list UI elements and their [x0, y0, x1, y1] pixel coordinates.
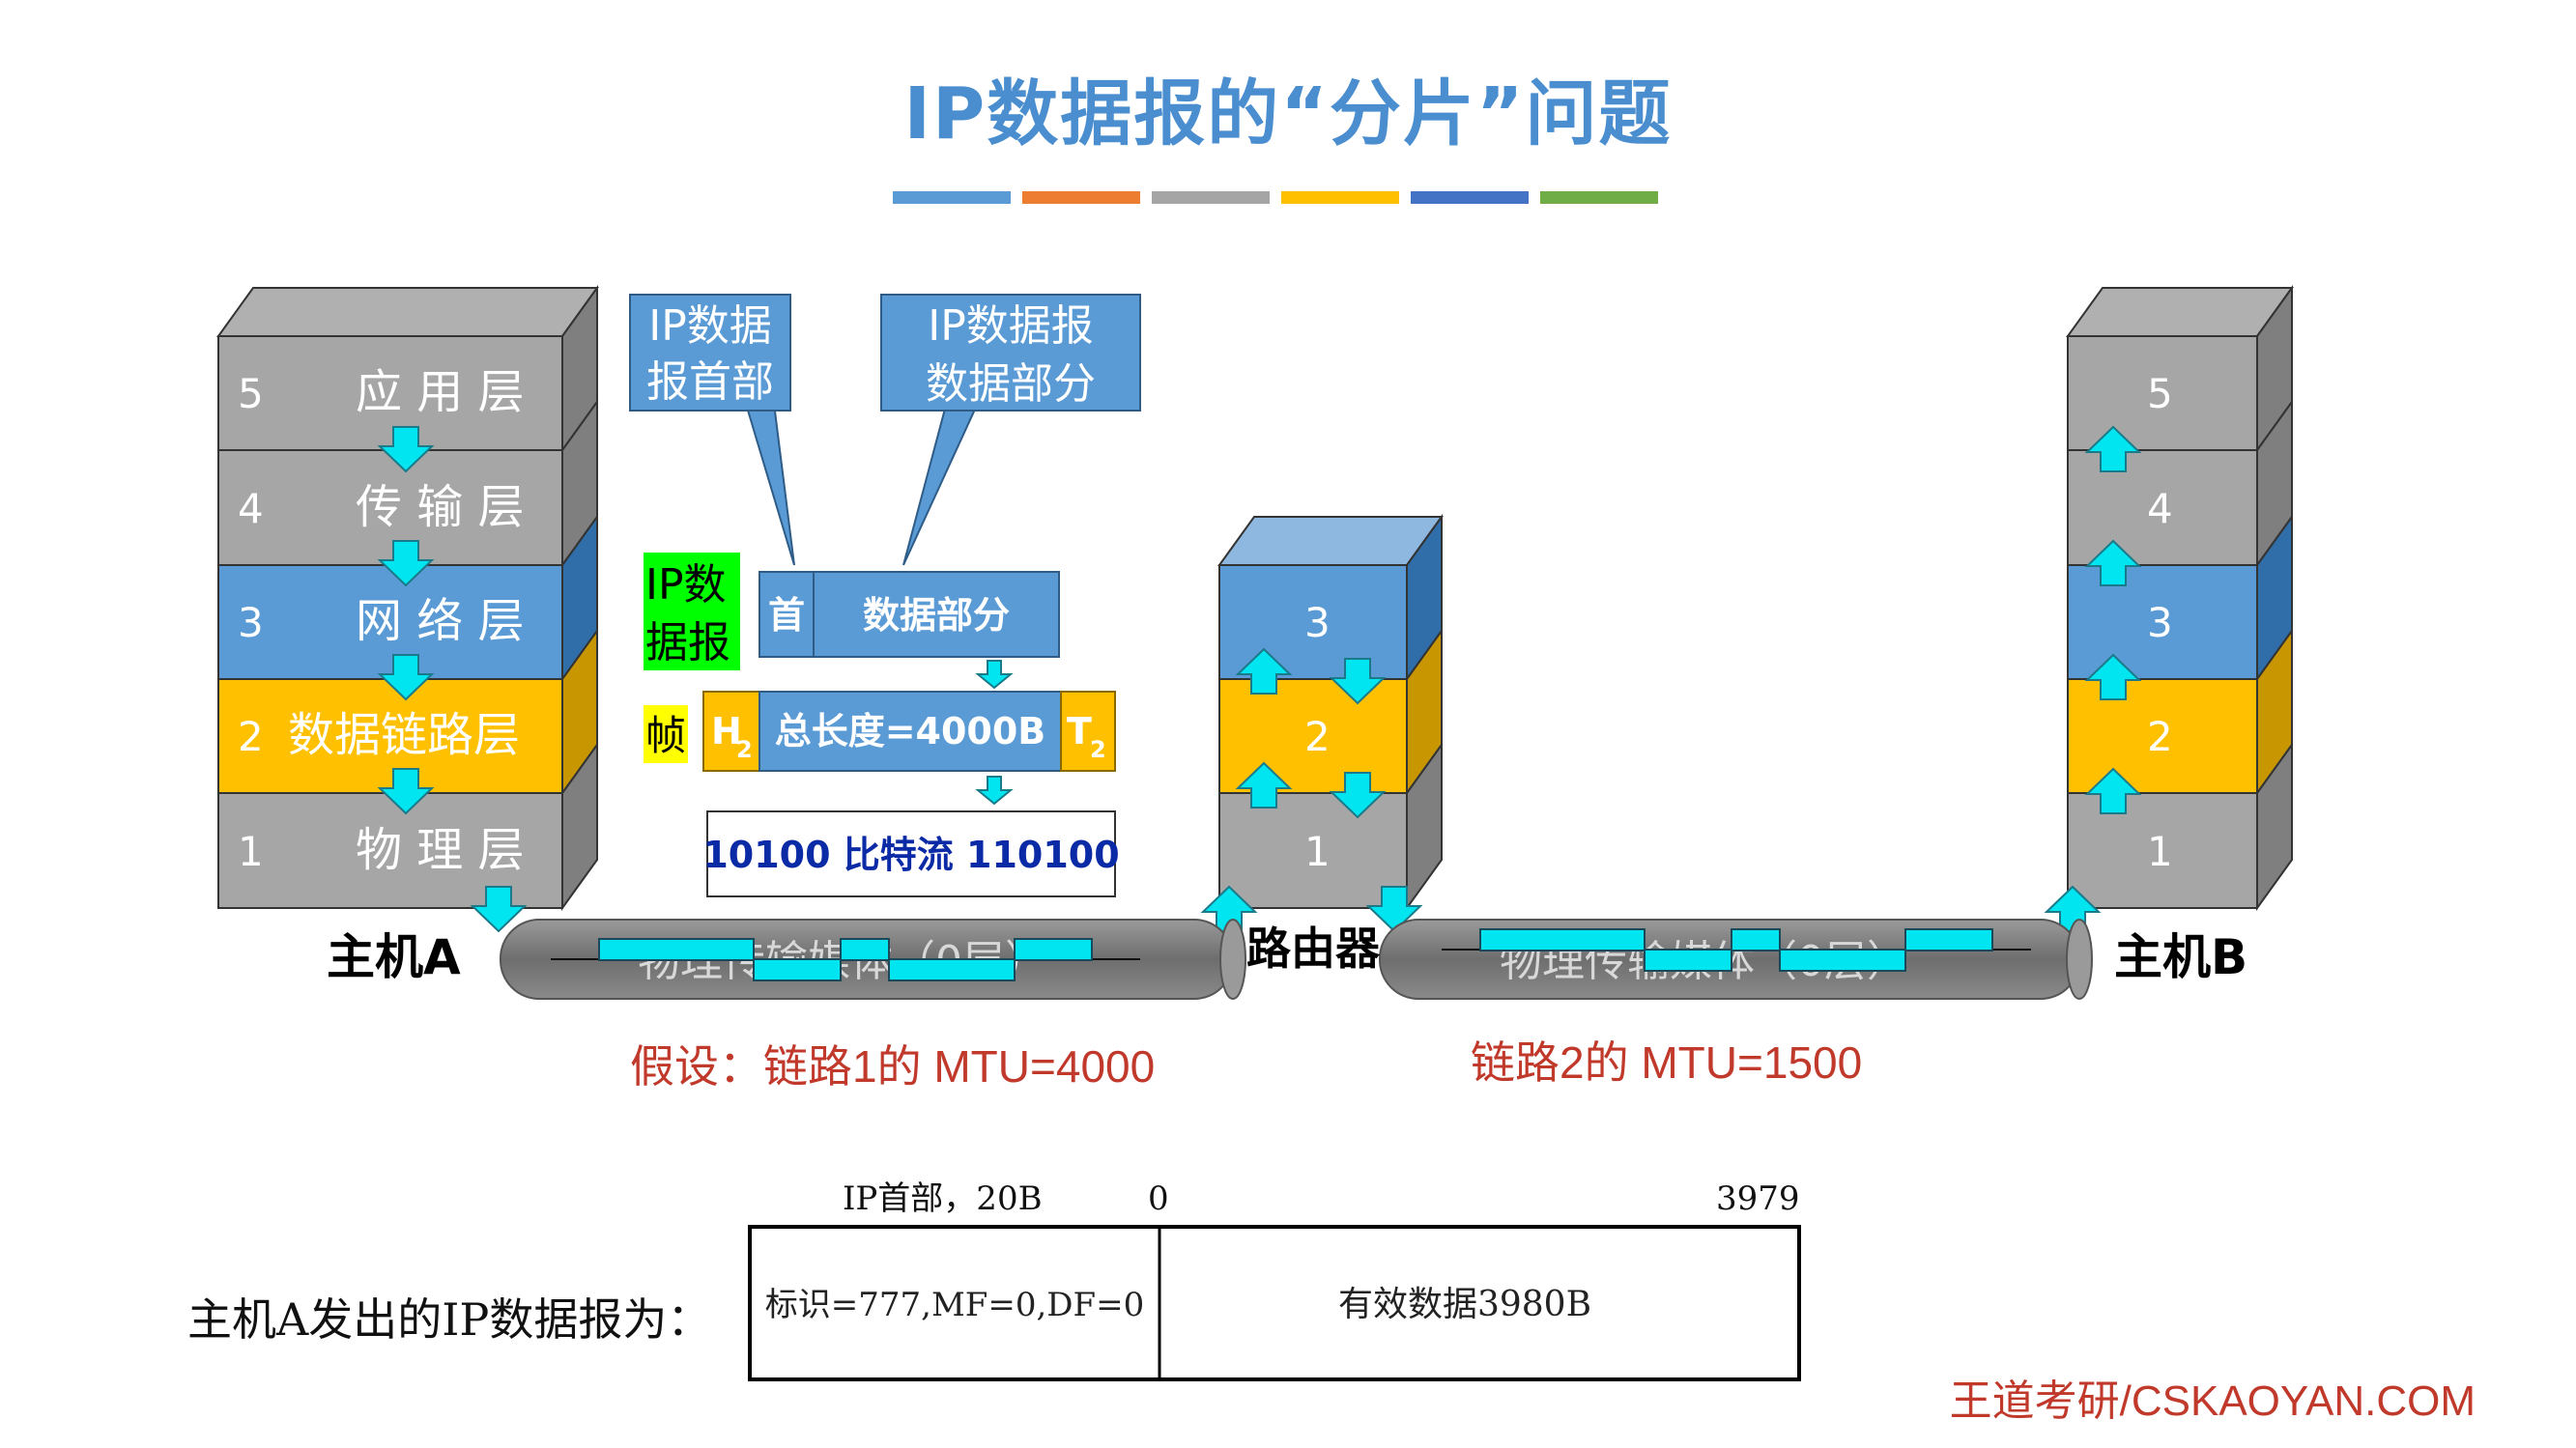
encapsulation: IP数 据报 首 数据部分 帧 H 2 总长度=4000B T 2 10100 … — [644, 553, 1120, 897]
frame-tag-label: 帧 — [645, 712, 686, 759]
host-a-layer-num: 4 — [238, 485, 264, 532]
down-arrow-icon — [1329, 772, 1387, 819]
link1-pipe: 物理传输媒体（0层） — [500, 919, 1246, 1000]
router-layer-num: 3 — [1304, 599, 1331, 646]
title-underline-bar — [1411, 191, 1529, 204]
host-a-stack: 5 应 用 层 4 传 输 层 3 网 络 层 2 数据链路层 1 物 理 层 — [216, 284, 599, 933]
datagram-caption: 主机A发出的IP数据报为： — [187, 1293, 712, 1346]
host-b-layer-num: 4 — [2147, 485, 2173, 532]
host-a-layer-num: 3 — [238, 599, 264, 646]
host-b-layer-num: 3 — [2147, 599, 2173, 646]
title-underline-bar — [1281, 191, 1399, 204]
ip-data-cell: 数据部分 — [863, 594, 1010, 637]
up-arrow-icon — [2084, 653, 2142, 700]
frame-trailer: T — [1067, 710, 1092, 752]
title-underline-bar — [1152, 191, 1270, 204]
callout-header-line2: 报首部 — [646, 357, 774, 407]
link2-pipe: 物理传输媒体（0层） — [1379, 919, 2093, 1000]
frame-trailer-sub: 2 — [1090, 736, 1106, 763]
callout-data-box — [880, 294, 1141, 412]
title-underline-bar — [893, 191, 1011, 204]
ip-header-cell: 首 — [768, 594, 805, 637]
host-a-layer-num: 2 — [238, 713, 264, 760]
host-a-layer-name: 传 输 层 — [356, 480, 525, 534]
title-underline-bar — [1540, 191, 1658, 204]
host-b-layer-num: 5 — [2147, 370, 2173, 417]
host-a-label: 主机A — [327, 929, 461, 985]
up-arrow-icon — [1235, 647, 1293, 695]
host-b-stack: 5 4 3 2 1 — [2044, 284, 2294, 932]
up-arrow-icon — [2084, 767, 2142, 814]
link1-mtu-note: 假设：链路1的 MTU=4000 — [630, 1041, 1156, 1092]
frame-header: H — [711, 710, 742, 752]
link2-mtu-note: 链路2的 MTU=1500 — [1471, 1037, 1863, 1088]
datagram-header-cell: 标识=777,MF=0,DF=0 — [765, 1286, 1145, 1324]
down-arrow-icon — [975, 660, 1014, 690]
page-title: IP数据报的“分片”问题 — [903, 72, 1673, 156]
down-arrow-icon — [377, 426, 528, 933]
datagram-table: IP首部，20B 0 3979 标识=777,MF=0,DF=0 有效数据398… — [748, 1179, 1801, 1381]
router-stack: 3 2 1 — [1200, 513, 1444, 933]
ip-datagram-tag-line2: 据报 — [645, 618, 730, 667]
host-a-layer-name: 网 络 层 — [356, 594, 525, 648]
down-arrow-icon — [1329, 658, 1387, 705]
host-a-layer-num: 5 — [238, 370, 264, 417]
down-arrow-icon — [975, 776, 1014, 806]
frame-body: 总长度=4000B — [775, 710, 1046, 752]
up-arrow-icon — [1235, 761, 1293, 809]
frame-header-sub: 2 — [736, 736, 753, 763]
callout-data-line2: 数据部分 — [926, 359, 1096, 409]
router-layer-num: 1 — [1304, 828, 1331, 875]
host-a-layer-name: 物 理 层 — [356, 823, 525, 877]
router-label: 路由器 — [1246, 923, 1381, 975]
signal-pulse — [598, 938, 1093, 981]
footer-brand: 王道考研/CSKAOYAN.COM — [1949, 1377, 2476, 1425]
up-arrow-icon — [2084, 539, 2142, 586]
host-a-layer-name: 数据链路层 — [288, 708, 520, 762]
router-layer-num: 2 — [1304, 713, 1331, 760]
host-b-layer-num: 2 — [2147, 713, 2173, 760]
callout-data-line1: IP数据报 — [928, 301, 1094, 351]
signal-pulse — [1479, 928, 1993, 972]
host-a-layer-num: 1 — [238, 828, 264, 875]
ip-datagram-tag-line1: IP数 — [645, 560, 727, 610]
datagram-header-size: IP首部，20B — [843, 1179, 1043, 1218]
datagram-data-cell: 有效数据3980B — [1338, 1285, 1591, 1324]
ip-datagram-tag — [644, 553, 740, 670]
down-arrow-icon — [1365, 886, 1423, 933]
bitstream-label: 10100 比特流 110100 — [702, 834, 1119, 876]
host-a-layer-name: 应 用 层 — [356, 365, 525, 419]
title-underline-bar — [1022, 191, 1140, 204]
datagram-offset-end: 3979 — [1716, 1179, 1800, 1218]
datagram-offset-start: 0 — [1148, 1179, 1169, 1218]
frame-tag — [644, 705, 688, 763]
host-b-label: 主机B — [2114, 929, 2247, 985]
up-arrow-icon — [2084, 425, 2142, 472]
host-b-layer-num: 1 — [2147, 828, 2173, 875]
callout-header-box — [629, 294, 791, 412]
callout-header-line1: IP数据 — [648, 301, 772, 351]
